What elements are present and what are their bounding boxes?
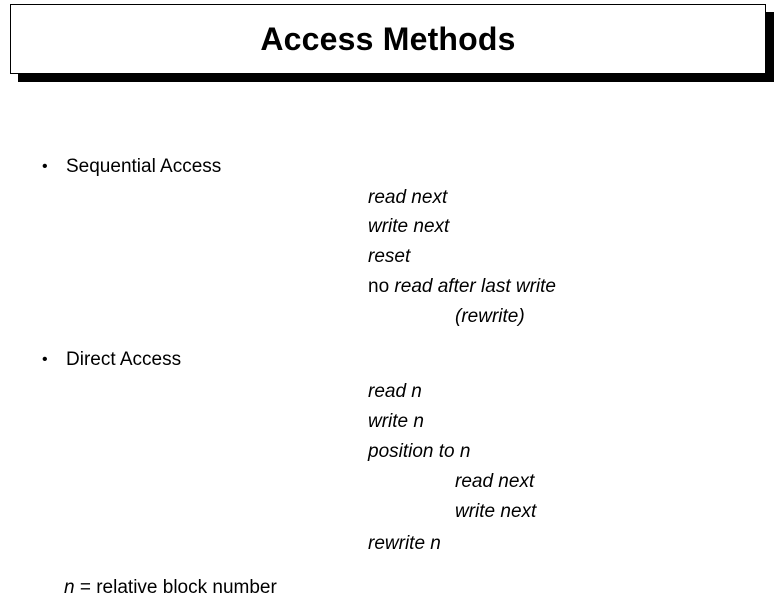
direct-op-position-to-n: position to n [368, 441, 471, 462]
direct-access-heading: Direct Access [66, 349, 182, 370]
sequential-access-heading: Sequential Access [66, 156, 222, 177]
page-title: Access Methods [260, 20, 516, 57]
footnote-variable: n [64, 577, 75, 598]
seq-no-read-after-write: no read after last write [368, 275, 556, 299]
title-box: Access Methods [10, 4, 766, 74]
bullet-direct-access: • Direct Access [42, 348, 181, 372]
bullet-icon: • [42, 158, 48, 175]
seq-op-write-next: write next [368, 216, 450, 237]
bullet-sequential-access: • Sequential Access [42, 155, 221, 179]
footnote-text: = relative block number [74, 577, 277, 598]
direct-sub-op-read-next: read next [455, 471, 535, 492]
seq-op-read-next: read next [368, 187, 448, 208]
direct-op-rewrite-n: rewrite n [368, 533, 441, 554]
bullet-icon: • [42, 351, 48, 368]
direct-sub-op-write-next: write next [455, 501, 537, 522]
seq-rewrite-note: (rewrite) [455, 306, 525, 327]
direct-op-write-n: write n [368, 411, 424, 432]
footnote: n = relative block number [64, 576, 277, 600]
no-read-after-last-write: read after last write [394, 276, 556, 297]
direct-op-read-n: read n [368, 381, 422, 402]
seq-op-reset: reset [368, 246, 411, 267]
no-prefix: no [368, 276, 390, 297]
